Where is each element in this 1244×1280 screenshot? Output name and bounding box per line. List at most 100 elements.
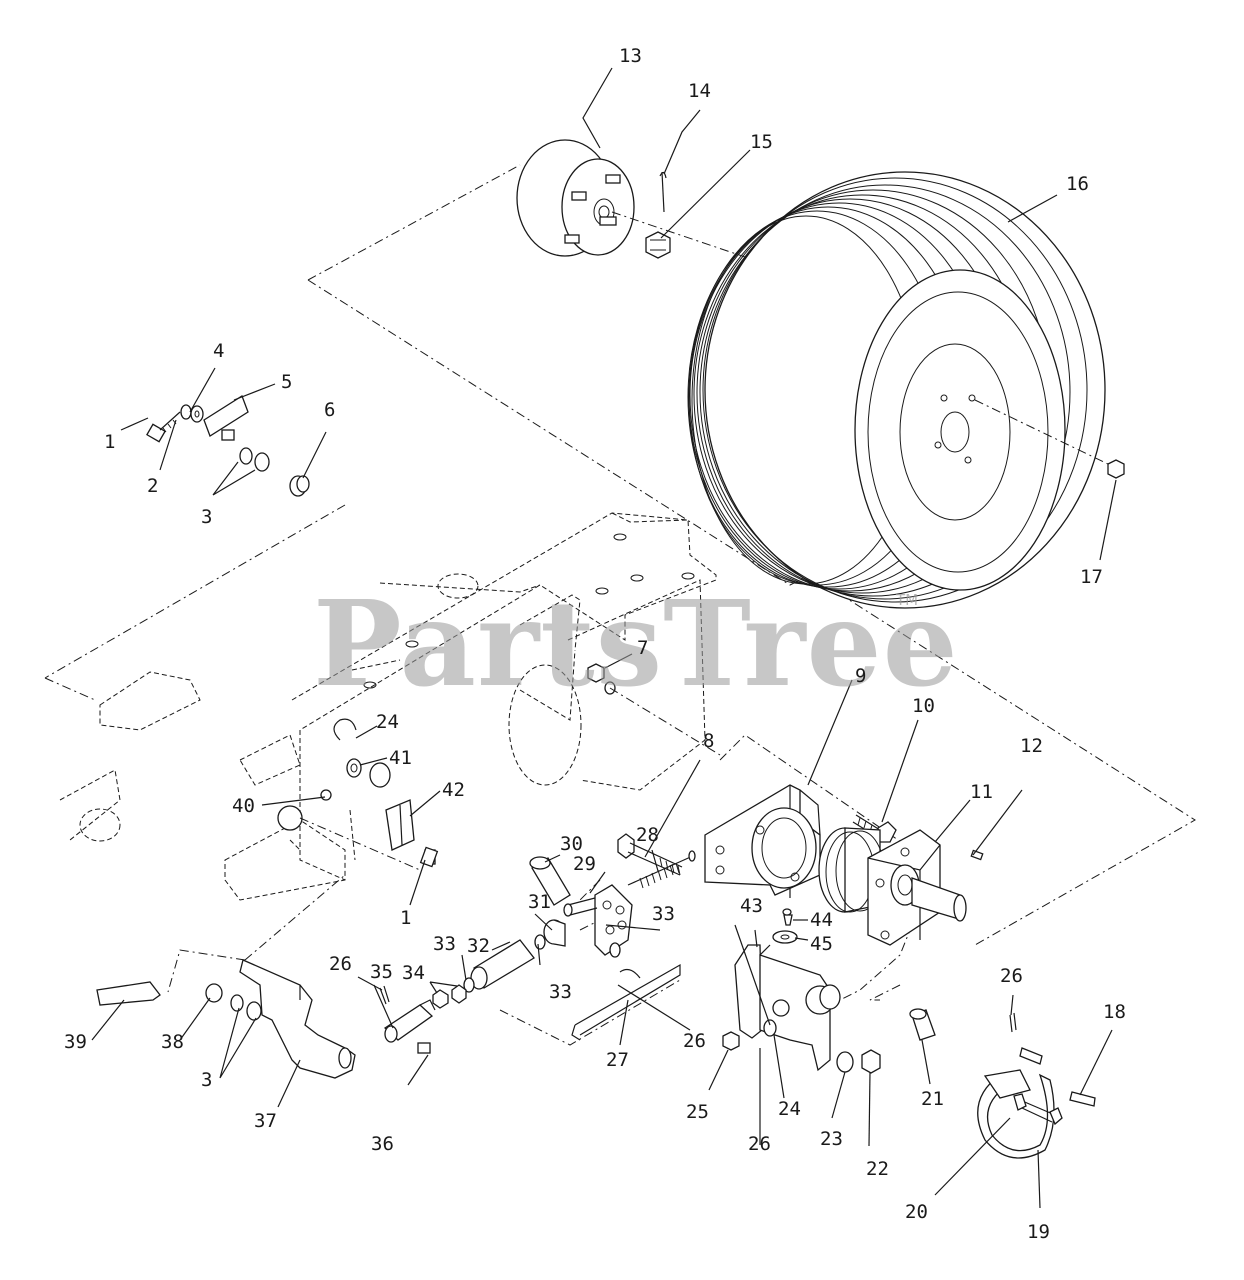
callout-26-mid: 26	[683, 1030, 706, 1052]
cotter-pin-26-left	[379, 985, 390, 1005]
nut-7	[587, 663, 721, 756]
washer-24-lower	[763, 1019, 777, 1037]
callout-23: 23	[820, 1128, 843, 1150]
callout-20: 20	[905, 1201, 928, 1223]
callout-8: 8	[703, 730, 714, 752]
callout-32: 32	[467, 935, 490, 957]
callout-26-left: 26	[329, 953, 352, 975]
castle-nut	[645, 231, 671, 259]
bolt-1-upper	[146, 411, 181, 443]
hydraulic-motor	[818, 827, 967, 946]
watermark-text: PartsTree	[313, 574, 959, 713]
nut-25	[722, 1031, 740, 1051]
callout-26-right: 26	[1000, 965, 1023, 987]
callout-25: 25	[686, 1101, 709, 1123]
bushing-6	[289, 475, 310, 497]
callout-11: 11	[970, 781, 993, 803]
callout-31: 31	[528, 891, 551, 913]
nuts-34	[432, 984, 467, 1009]
washer-41	[346, 758, 391, 788]
brake-band	[977, 1069, 1055, 1159]
callout-33-mid: 33	[549, 981, 572, 1003]
callout-27: 27	[606, 1049, 629, 1071]
callout-3-upper: 3	[201, 506, 212, 528]
callout-12: 12	[1020, 735, 1043, 757]
rod-27	[571, 963, 681, 1041]
grease-fitting	[782, 908, 793, 926]
bushing-38	[205, 983, 223, 1003]
motor-mount-9	[704, 784, 821, 898]
callout-17: 17	[1080, 566, 1103, 588]
callout-19: 19	[1027, 1221, 1050, 1243]
washers-3-lower	[230, 994, 262, 1021]
callout-45: 45	[810, 933, 833, 955]
callout-4: 4	[213, 340, 224, 362]
callout-43: 43	[740, 895, 763, 917]
leader-lines	[91, 67, 1117, 1209]
callout-5: 5	[281, 371, 292, 393]
callout-28: 28	[636, 824, 659, 846]
callout-40: 40	[232, 795, 255, 817]
callout-37: 37	[254, 1110, 277, 1132]
callout-7: 7	[637, 637, 648, 659]
pedal-arm-37	[239, 959, 356, 1079]
callout-29: 29	[573, 853, 596, 875]
pedal-pad-39	[96, 981, 161, 1006]
brake-arm-43	[734, 944, 841, 1072]
washers-33	[463, 934, 621, 993]
washer-45	[772, 930, 798, 944]
callout-1-lower: 1	[400, 907, 411, 929]
watermark: PartsTree TM	[313, 574, 959, 713]
callout-41: 41	[389, 747, 412, 769]
callout-15: 15	[750, 131, 773, 153]
e-clip-upper	[333, 718, 357, 741]
cotter-pin	[659, 171, 667, 213]
clevis-35	[383, 999, 436, 1054]
callout-14: 14	[688, 80, 711, 102]
washers-3-upper	[239, 447, 270, 472]
callout-30: 30	[560, 833, 583, 855]
callout-22: 22	[866, 1158, 889, 1180]
callout-39: 39	[64, 1031, 87, 1053]
callout-2: 2	[147, 475, 158, 497]
callout-10: 10	[912, 695, 935, 717]
callout-24-upper: 24	[376, 711, 399, 733]
callout-1-upper: 1	[104, 431, 115, 453]
bushing-lower	[277, 805, 421, 871]
callout-35: 35	[370, 961, 393, 983]
callout-9: 9	[855, 665, 866, 687]
callout-3-lower: 3	[201, 1069, 212, 1091]
callout-33-right: 33	[652, 903, 675, 925]
callout-44: 44	[810, 909, 833, 931]
callout-38: 38	[161, 1031, 184, 1053]
spring-28	[627, 850, 696, 889]
spacer-31	[543, 919, 566, 947]
callout-42: 42	[442, 779, 465, 801]
washer-23	[836, 1051, 854, 1073]
tube-30	[529, 856, 571, 906]
wheel-hub	[516, 139, 761, 263]
callout-18: 18	[1103, 1001, 1126, 1023]
callout-21: 21	[921, 1088, 944, 1110]
callout-34: 34	[402, 962, 425, 984]
spacer-21	[909, 1008, 936, 1041]
nut-22	[861, 1049, 881, 1074]
watermark-trademark: TM	[895, 591, 918, 609]
plate-5	[203, 395, 249, 441]
flat-washer-4	[190, 405, 204, 423]
callout-24-lower: 24	[778, 1098, 801, 1120]
tube-32	[470, 939, 535, 990]
callout-6: 6	[324, 399, 335, 421]
set-screw-40	[320, 789, 332, 801]
lock-washer	[180, 404, 192, 420]
callout-26-bottom: 26	[748, 1133, 771, 1155]
callout-33-left: 33	[433, 933, 456, 955]
cotter-pin-26-mid	[619, 968, 641, 979]
callout-16: 16	[1066, 173, 1089, 195]
pin-18	[1019, 1047, 1096, 1107]
bolt-20	[1013, 1093, 1063, 1126]
wheel-nut	[1107, 459, 1125, 479]
frame-phantom	[59, 512, 717, 901]
pedal-bracket-29	[563, 884, 633, 956]
